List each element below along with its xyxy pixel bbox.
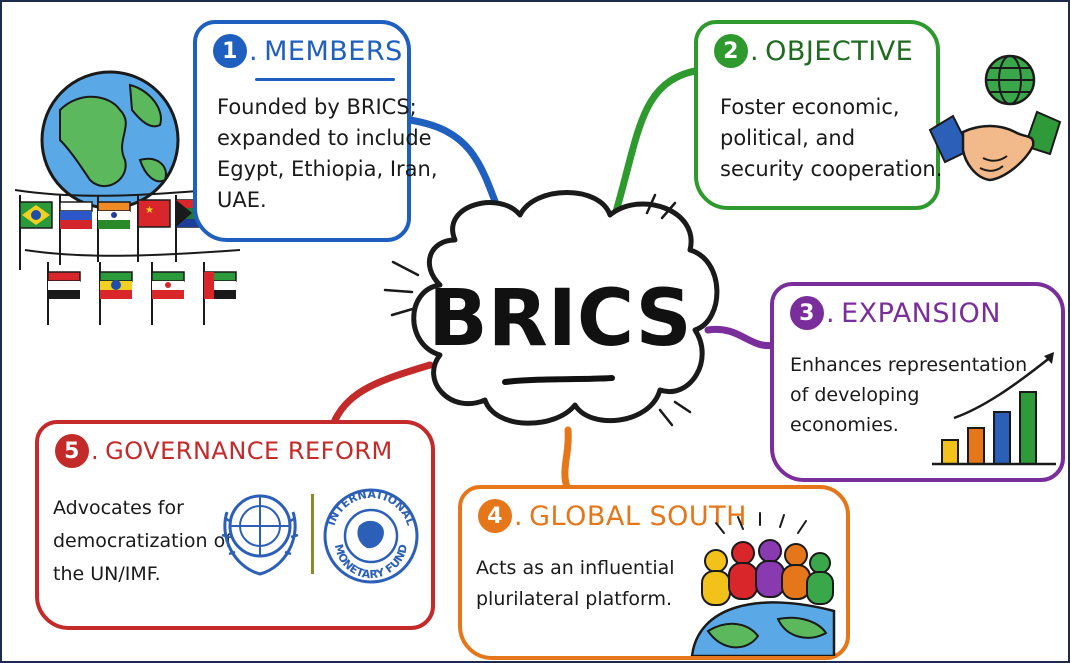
members-card: 1. MEMBERS Founded by BRICS; expanded to… [193, 20, 438, 242]
connector-expansion [704, 325, 779, 350]
connector-governance [331, 361, 434, 424]
global-south-number: 4 [478, 499, 512, 533]
objective-body: Foster economic, political, and security… [720, 92, 942, 185]
members-title-text: MEMBERS [264, 35, 403, 67]
objective-title: 2. OBJECTIVE [714, 34, 913, 68]
expansion-card: 3. EXPANSION Enhances representation of … [770, 282, 1065, 482]
un-emblem-icon [221, 494, 299, 576]
objective-line-2: political, and [720, 126, 856, 150]
emphasis-strokes [383, 193, 692, 427]
handshake-icon [928, 54, 1062, 182]
member-flags-icon: ★ [14, 189, 241, 325]
logo-divider [311, 494, 314, 574]
expansion-line-1: Enhances representation [790, 354, 1028, 376]
governance-number: 5 [55, 434, 89, 468]
governance-body: Advocates for democratization of the UN/… [53, 492, 232, 591]
governance-line-1: Advocates for [53, 497, 184, 519]
objective-number: 2 [714, 34, 748, 68]
governance-title: 5. GOVERNANCE REFORM [55, 434, 393, 468]
expansion-line-3: economies. [790, 414, 899, 436]
members-title: 1. MEMBERS [213, 34, 403, 68]
imf-seal-icon: INTERNATIONAL MONETARY FUND [323, 488, 419, 584]
global-south-title-text: GLOBAL SOUTH [529, 500, 747, 532]
svg-text:★: ★ [145, 205, 154, 216]
members-line-2: expanded to include [217, 126, 432, 150]
expansion-body: Enhances representation of developing ec… [790, 350, 1027, 440]
connector-objective [611, 66, 704, 219]
global-south-line-2: plurilateral platform. [476, 588, 673, 610]
expansion-line-2: of developing [790, 384, 920, 406]
members-line-4: UAE. [217, 188, 267, 212]
members-line-1: Founded by BRICS; [217, 95, 417, 119]
objective-title-text: OBJECTIVE [765, 35, 914, 67]
growth-bar-chart-icon [932, 352, 1056, 466]
expansion-number: 3 [790, 296, 824, 330]
people-group-icon [690, 512, 836, 656]
objective-card: 2. OBJECTIVE Foster economic, political,… [694, 20, 942, 210]
members-number: 1 [213, 34, 247, 68]
governance-line-3: the UN/IMF. [53, 563, 161, 585]
globe-icon [40, 70, 180, 210]
expansion-title: 3. EXPANSION [790, 296, 1001, 330]
small-globe-icon [984, 54, 1036, 106]
objective-line-3: security cooperation. [720, 157, 943, 181]
global-south-line-1: Acts as an influential [476, 557, 675, 579]
connector-members [406, 116, 504, 219]
center-underline [502, 375, 615, 385]
global-south-card: 4. GLOBAL SOUTH Acts as an influential p… [458, 485, 850, 660]
center-cloud [411, 190, 720, 426]
objective-line-1: Foster economic, [720, 95, 900, 119]
governance-card: 5. GOVERNANCE REFORM Advocates for democ… [35, 420, 435, 630]
center-title: BRICS [428, 274, 691, 364]
governance-title-text: GOVERNANCE REFORM [105, 437, 393, 465]
connector-global-south [561, 426, 572, 494]
global-south-body: Acts as an influential plurilateral plat… [476, 553, 675, 615]
expansion-title-text: EXPANSION [841, 297, 1001, 329]
governance-line-2: democratization of [53, 530, 232, 552]
global-south-title: 4. GLOBAL SOUTH [478, 499, 747, 533]
members-line-3: Egypt, Ethiopia, Iran, [217, 157, 438, 181]
members-body: Founded by BRICS; expanded to include Eg… [217, 92, 438, 216]
members-title-underline [255, 78, 395, 81]
